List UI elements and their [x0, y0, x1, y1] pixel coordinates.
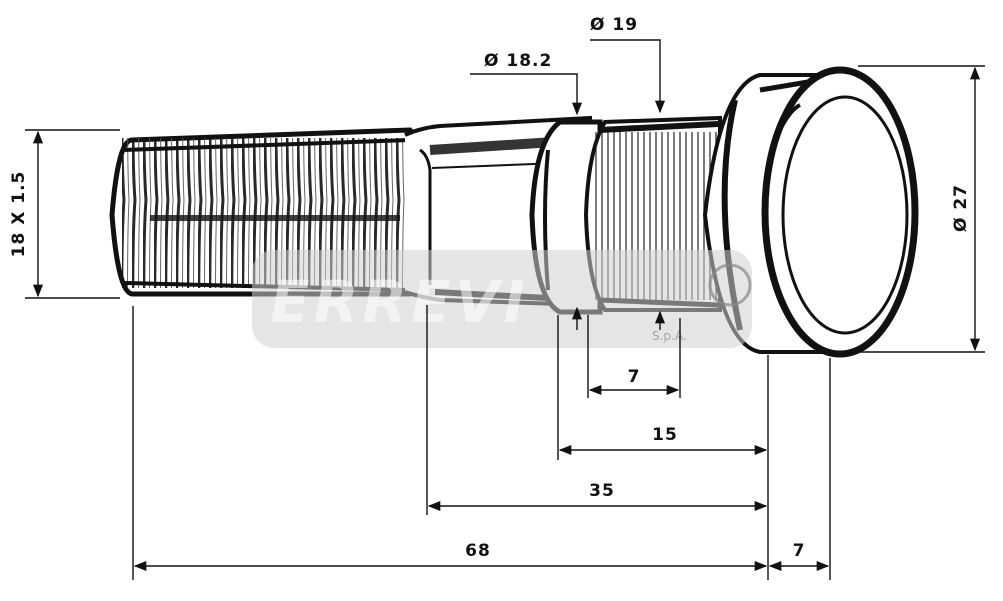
watermark-brand: ERREVI	[270, 268, 529, 336]
label-len-knurl: 7	[628, 367, 641, 387]
watermark: ERREVI S.p.A.	[252, 250, 752, 348]
label-len-15: 15	[652, 425, 678, 445]
label-dia-27: Ø 27	[951, 184, 971, 232]
label-len-35: 35	[589, 481, 615, 501]
label-len-head: 7	[793, 541, 806, 561]
watermark-suffix: S.p.A.	[652, 329, 687, 343]
label-thread: 18 X 1.5	[9, 171, 29, 258]
stud-head	[702, 66, 919, 358]
label-dia-18-2: Ø 18.2	[484, 51, 552, 71]
label-len-68: 68	[465, 541, 491, 561]
dimension-lines	[25, 39, 985, 580]
dimension-labels: 18 X 1.5 Ø 27 Ø 19 Ø 18.2 7 15 35 68 7	[9, 15, 971, 561]
watermark-plate	[252, 250, 752, 348]
registered-mark-icon	[708, 263, 752, 307]
label-dia-19: Ø 19	[590, 15, 638, 35]
